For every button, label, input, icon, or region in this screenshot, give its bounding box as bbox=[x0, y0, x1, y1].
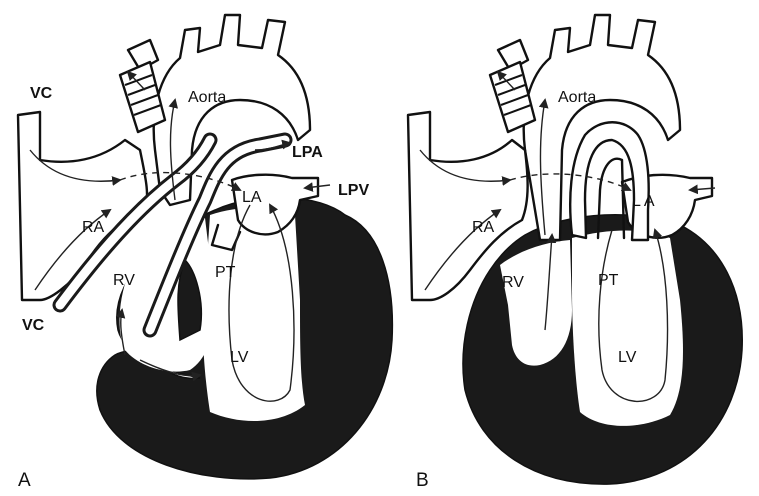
panel-a-label-vc-top: VC bbox=[30, 85, 53, 102]
panel-a-label-lpv: LPV bbox=[338, 182, 369, 199]
panel-b-label-aorta: Aorta bbox=[558, 89, 596, 106]
panel-a-hatch-region bbox=[120, 62, 165, 132]
panel-a-label-pt: PT bbox=[215, 264, 236, 281]
panel-b-label-ra: RA bbox=[472, 219, 495, 236]
panel-b-lv-cavity bbox=[572, 231, 683, 426]
panel-b-label-la: L A bbox=[632, 193, 655, 210]
panel-a-label-aorta: Aorta bbox=[188, 89, 226, 106]
panel-a-label-rv: RV bbox=[113, 272, 135, 289]
panel-a-label-vc-bottom: VC bbox=[22, 317, 45, 334]
panel-b: Aorta RA L A RV PT LV B bbox=[408, 15, 742, 491]
panel-a-label-la: LA bbox=[242, 189, 262, 206]
panel-b-label-rv: RV bbox=[502, 274, 524, 291]
panel-b-label-lv: LV bbox=[618, 349, 637, 366]
panel-a-label-lv: LV bbox=[230, 349, 249, 366]
panel-a-panel-label: A bbox=[18, 470, 31, 491]
panel-b-panel-label: B bbox=[416, 470, 429, 491]
panel-a-label-lpa: LPA bbox=[292, 144, 323, 161]
panel-b-label-pt: PT bbox=[598, 272, 619, 289]
panel-a: VC VC Aorta LPA LPV RA LA RV PT LV A bbox=[18, 15, 392, 491]
panel-b-hatch-region bbox=[490, 62, 535, 132]
panel-a-label-ra: RA bbox=[82, 219, 105, 236]
